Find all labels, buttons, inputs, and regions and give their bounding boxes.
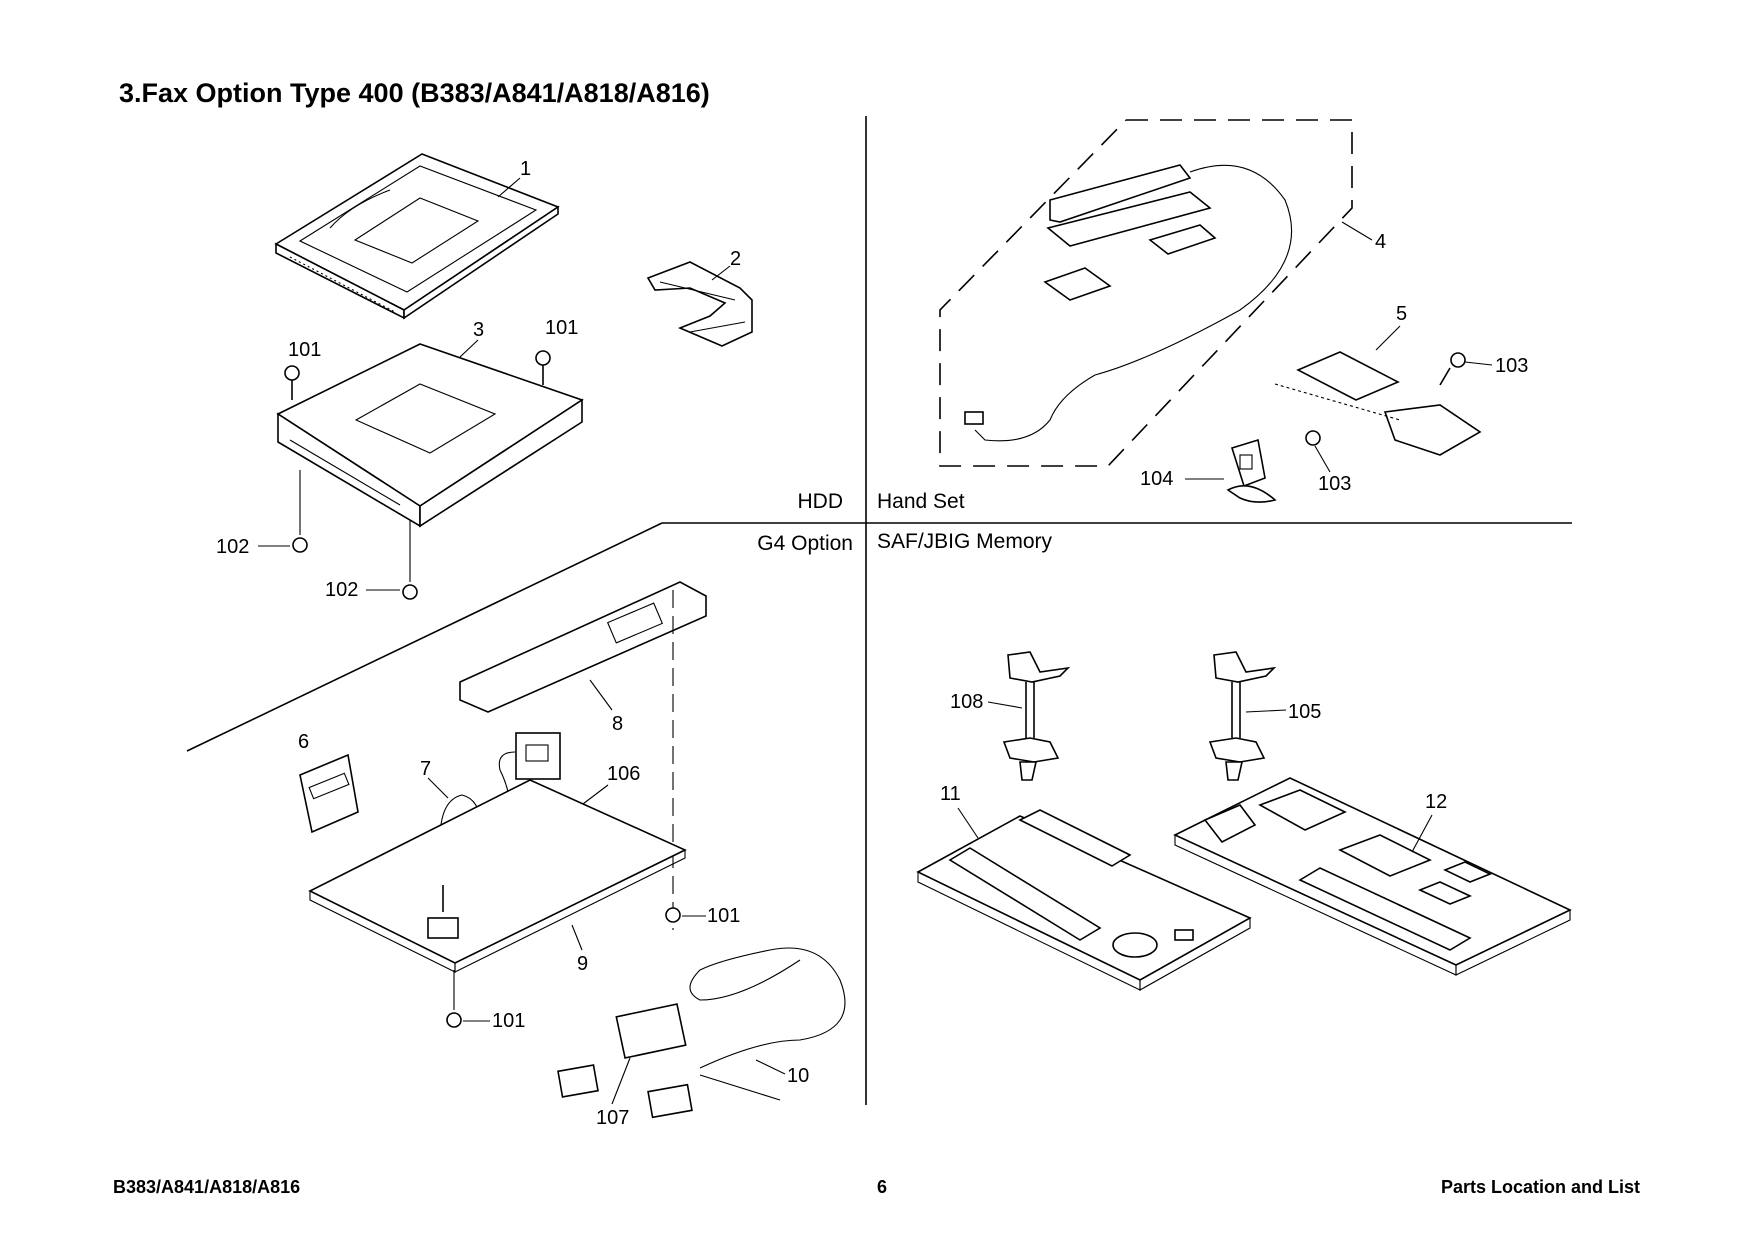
callout-6: 6: [298, 731, 309, 753]
callout-2: 2: [730, 248, 741, 270]
screw-101-g4-right: [665, 907, 681, 923]
screw-101-upper-left: [284, 365, 300, 400]
clamp-104-part: [1226, 438, 1277, 503]
footer-model-numbers: B383/A841/A818/A816: [113, 1177, 301, 1197]
screw-102-right: [402, 520, 418, 600]
section-label-handset: Hand Set: [877, 490, 965, 513]
screw-102-left: [292, 470, 308, 553]
spacer-108-part: [1002, 651, 1071, 781]
callout-12: 12: [1425, 791, 1447, 813]
callout-101-b: 101: [545, 317, 578, 339]
jbig-memory-board-12-part: [1173, 777, 1572, 976]
quadrant-dividers: [186, 116, 1572, 1105]
handset-holder-part: [1274, 351, 1482, 456]
screw-101-g4-lower: [446, 970, 462, 1028]
callout-105: 105: [1288, 701, 1321, 723]
callout-101-d: 101: [492, 1010, 525, 1032]
spacer-105-part: [1208, 651, 1277, 781]
callout-106: 106: [607, 763, 640, 785]
callout-8: 8: [612, 713, 623, 735]
hdd-bracket-part: [276, 343, 584, 528]
section-label-saf-jbig-memory: SAF/JBIG Memory: [877, 530, 1053, 553]
hdd-flat-cable-part: [646, 261, 753, 347]
filter-6-part: [299, 753, 359, 834]
g4-bracket-part: [459, 581, 707, 930]
callout-102-b: 102: [325, 579, 358, 601]
footer-section-title: Parts Location and List: [1440, 1177, 1640, 1197]
callout-10: 10: [787, 1065, 809, 1087]
callout-3: 3: [473, 319, 484, 341]
telephone-cord-10-part: [557, 947, 846, 1119]
hard-disk-drive-part: [274, 153, 560, 320]
callout-9: 9: [577, 953, 588, 975]
page-title: 3.Fax Option Type 400 (B383/A841/A818/A8…: [119, 78, 710, 108]
callout-101-a: 101: [288, 339, 321, 361]
g4-pcb-part: [308, 779, 687, 973]
screw-101-upper-right: [535, 350, 551, 385]
callout-11: 11: [940, 783, 961, 805]
section-label-hdd: HDD: [798, 490, 844, 513]
callout-7: 7: [420, 758, 431, 780]
callout-102-a: 102: [216, 536, 249, 558]
callout-103-a: 103: [1495, 355, 1528, 377]
callout-4: 4: [1375, 231, 1386, 253]
saf-memory-board-11-part: [916, 809, 1252, 991]
section-label-g4-option: G4 Option: [757, 532, 853, 555]
callout-104: 104: [1140, 468, 1173, 490]
footer-page-number: 6: [877, 1177, 888, 1197]
screw-103-upper: [1439, 352, 1466, 386]
handset-assembly-part: [939, 119, 1353, 467]
callout-101-c: 101: [707, 905, 740, 927]
callout-1: 1: [520, 158, 531, 180]
callout-5: 5: [1396, 303, 1407, 325]
screw-103-lower: [1305, 430, 1321, 446]
callout-103-b: 103: [1318, 473, 1351, 495]
g4-jack-part: [515, 732, 561, 780]
callout-107: 107: [596, 1107, 629, 1129]
callout-108: 108: [950, 691, 983, 713]
